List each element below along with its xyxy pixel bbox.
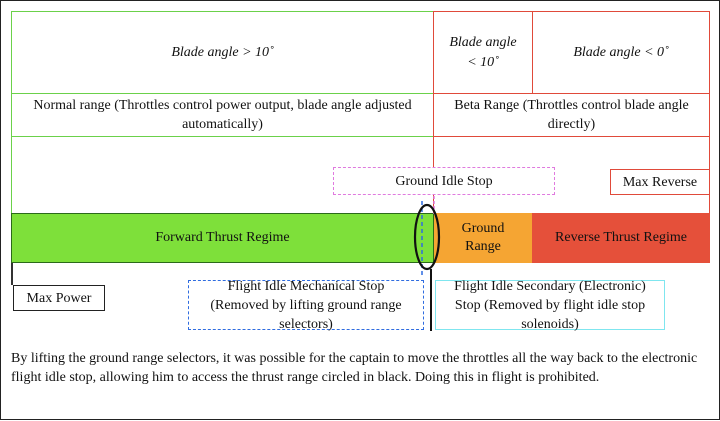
flight-idle-secondary-stop-label: Flight Idle Secondary (Electronic) Stop … <box>454 278 646 332</box>
blade-angle-middle-label: Blade angle < 10˚ <box>449 34 517 70</box>
blade-angle-negative-cell: Blade angle < 0˚ <box>532 11 710 94</box>
beta-range-label: Beta Range (Throttles control blade angl… <box>454 98 689 132</box>
max-reverse-label: Max Reverse <box>622 174 698 190</box>
blade-angle-middle-cell: Blade angle < 10˚ <box>433 11 533 94</box>
max-power-box: Max Power <box>13 285 105 311</box>
reverse-thrust-regime: Reverse Thrust Regime <box>532 213 710 263</box>
max-power-tick <box>11 263 13 285</box>
max-reverse-box: Max Reverse <box>610 169 710 195</box>
forward-thrust-regime: Forward Thrust Regime <box>11 213 434 263</box>
flight-idle-mechanical-stop-box: Flight Idle Mechanical Stop (Removed by … <box>188 279 424 332</box>
ground-range-regime-label: Ground Range <box>461 221 505 254</box>
max-power-label: Max Power <box>26 290 92 306</box>
ground-idle-stop-box: Ground Idle Stop <box>333 167 555 195</box>
reverse-thrust-regime-label: Reverse Thrust Regime <box>555 230 687 245</box>
ground-range-regime: Ground Range <box>434 213 532 263</box>
normal-range-cell: Normal range (Throttles control power ou… <box>11 93 434 137</box>
normal-range-label: Normal range (Throttles control power ou… <box>33 98 412 132</box>
blade-angle-positive-label: Blade angle > 10˚ <box>171 44 274 60</box>
blade-angle-negative-label: Blade angle < 0˚ <box>573 44 669 60</box>
forward-thrust-regime-label: Forward Thrust Regime <box>155 230 290 245</box>
ground-idle-stop-label: Ground Idle Stop <box>395 173 493 189</box>
footnote-text: By lifting the ground range selectors, i… <box>11 351 698 385</box>
flight-idle-secondary-stop-box: Flight Idle Secondary (Electronic) Stop … <box>435 279 665 332</box>
beta-range-cell: Beta Range (Throttles control blade angl… <box>433 93 710 137</box>
flight-idle-mechanical-stop-label: Flight Idle Mechanical Stop (Removed by … <box>210 278 402 332</box>
blade-angle-positive-cell: Blade angle > 10˚ <box>11 11 434 94</box>
